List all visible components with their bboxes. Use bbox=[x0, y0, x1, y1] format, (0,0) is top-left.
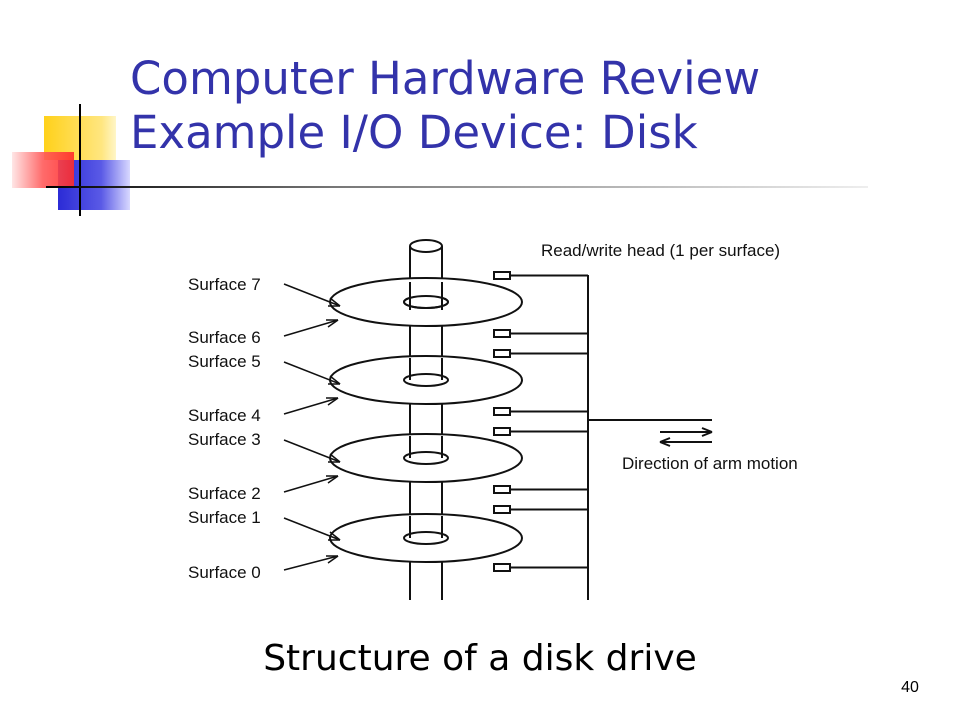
surface-label-1: Surface 1 bbox=[188, 508, 261, 527]
surface-label-4: Surface 4 bbox=[188, 406, 261, 425]
read-write-head bbox=[493, 329, 511, 338]
read-write-head bbox=[493, 407, 511, 416]
title-underline bbox=[48, 186, 868, 188]
diagram-caption: Structure of a disk drive bbox=[263, 638, 697, 679]
surface-label-2: Surface 2 bbox=[188, 484, 261, 503]
surface-label-7: Surface 7 bbox=[188, 275, 261, 294]
read-write-head bbox=[493, 505, 511, 514]
deco-red-square bbox=[12, 152, 74, 188]
arm-motion-label: Direction of arm motion bbox=[622, 454, 798, 473]
surface-leaders bbox=[283, 283, 341, 571]
read-write-head bbox=[493, 485, 511, 494]
read-write-head bbox=[493, 563, 511, 572]
read-write-head bbox=[493, 271, 511, 280]
arm-motion-arrows bbox=[659, 427, 713, 447]
title-line-1: Computer Hardware Review bbox=[130, 52, 761, 105]
surface-label-0: Surface 0 bbox=[188, 563, 261, 582]
read-write-head bbox=[493, 349, 511, 358]
slide-title: Computer Hardware Review Example I/O Dev… bbox=[130, 52, 760, 160]
surface-label-3: Surface 3 bbox=[188, 430, 261, 449]
head-arm-assembly bbox=[493, 271, 712, 600]
read-write-head bbox=[493, 427, 511, 436]
head-label: Read/write head (1 per surface) bbox=[541, 241, 780, 260]
platter bbox=[329, 277, 523, 327]
spindle-top bbox=[409, 239, 443, 253]
surface-label-5: Surface 5 bbox=[188, 352, 261, 371]
title-line-2: Example I/O Device: Disk bbox=[130, 106, 698, 159]
surface-label-6: Surface 6 bbox=[188, 328, 261, 347]
slide-number: 40 bbox=[901, 679, 919, 696]
